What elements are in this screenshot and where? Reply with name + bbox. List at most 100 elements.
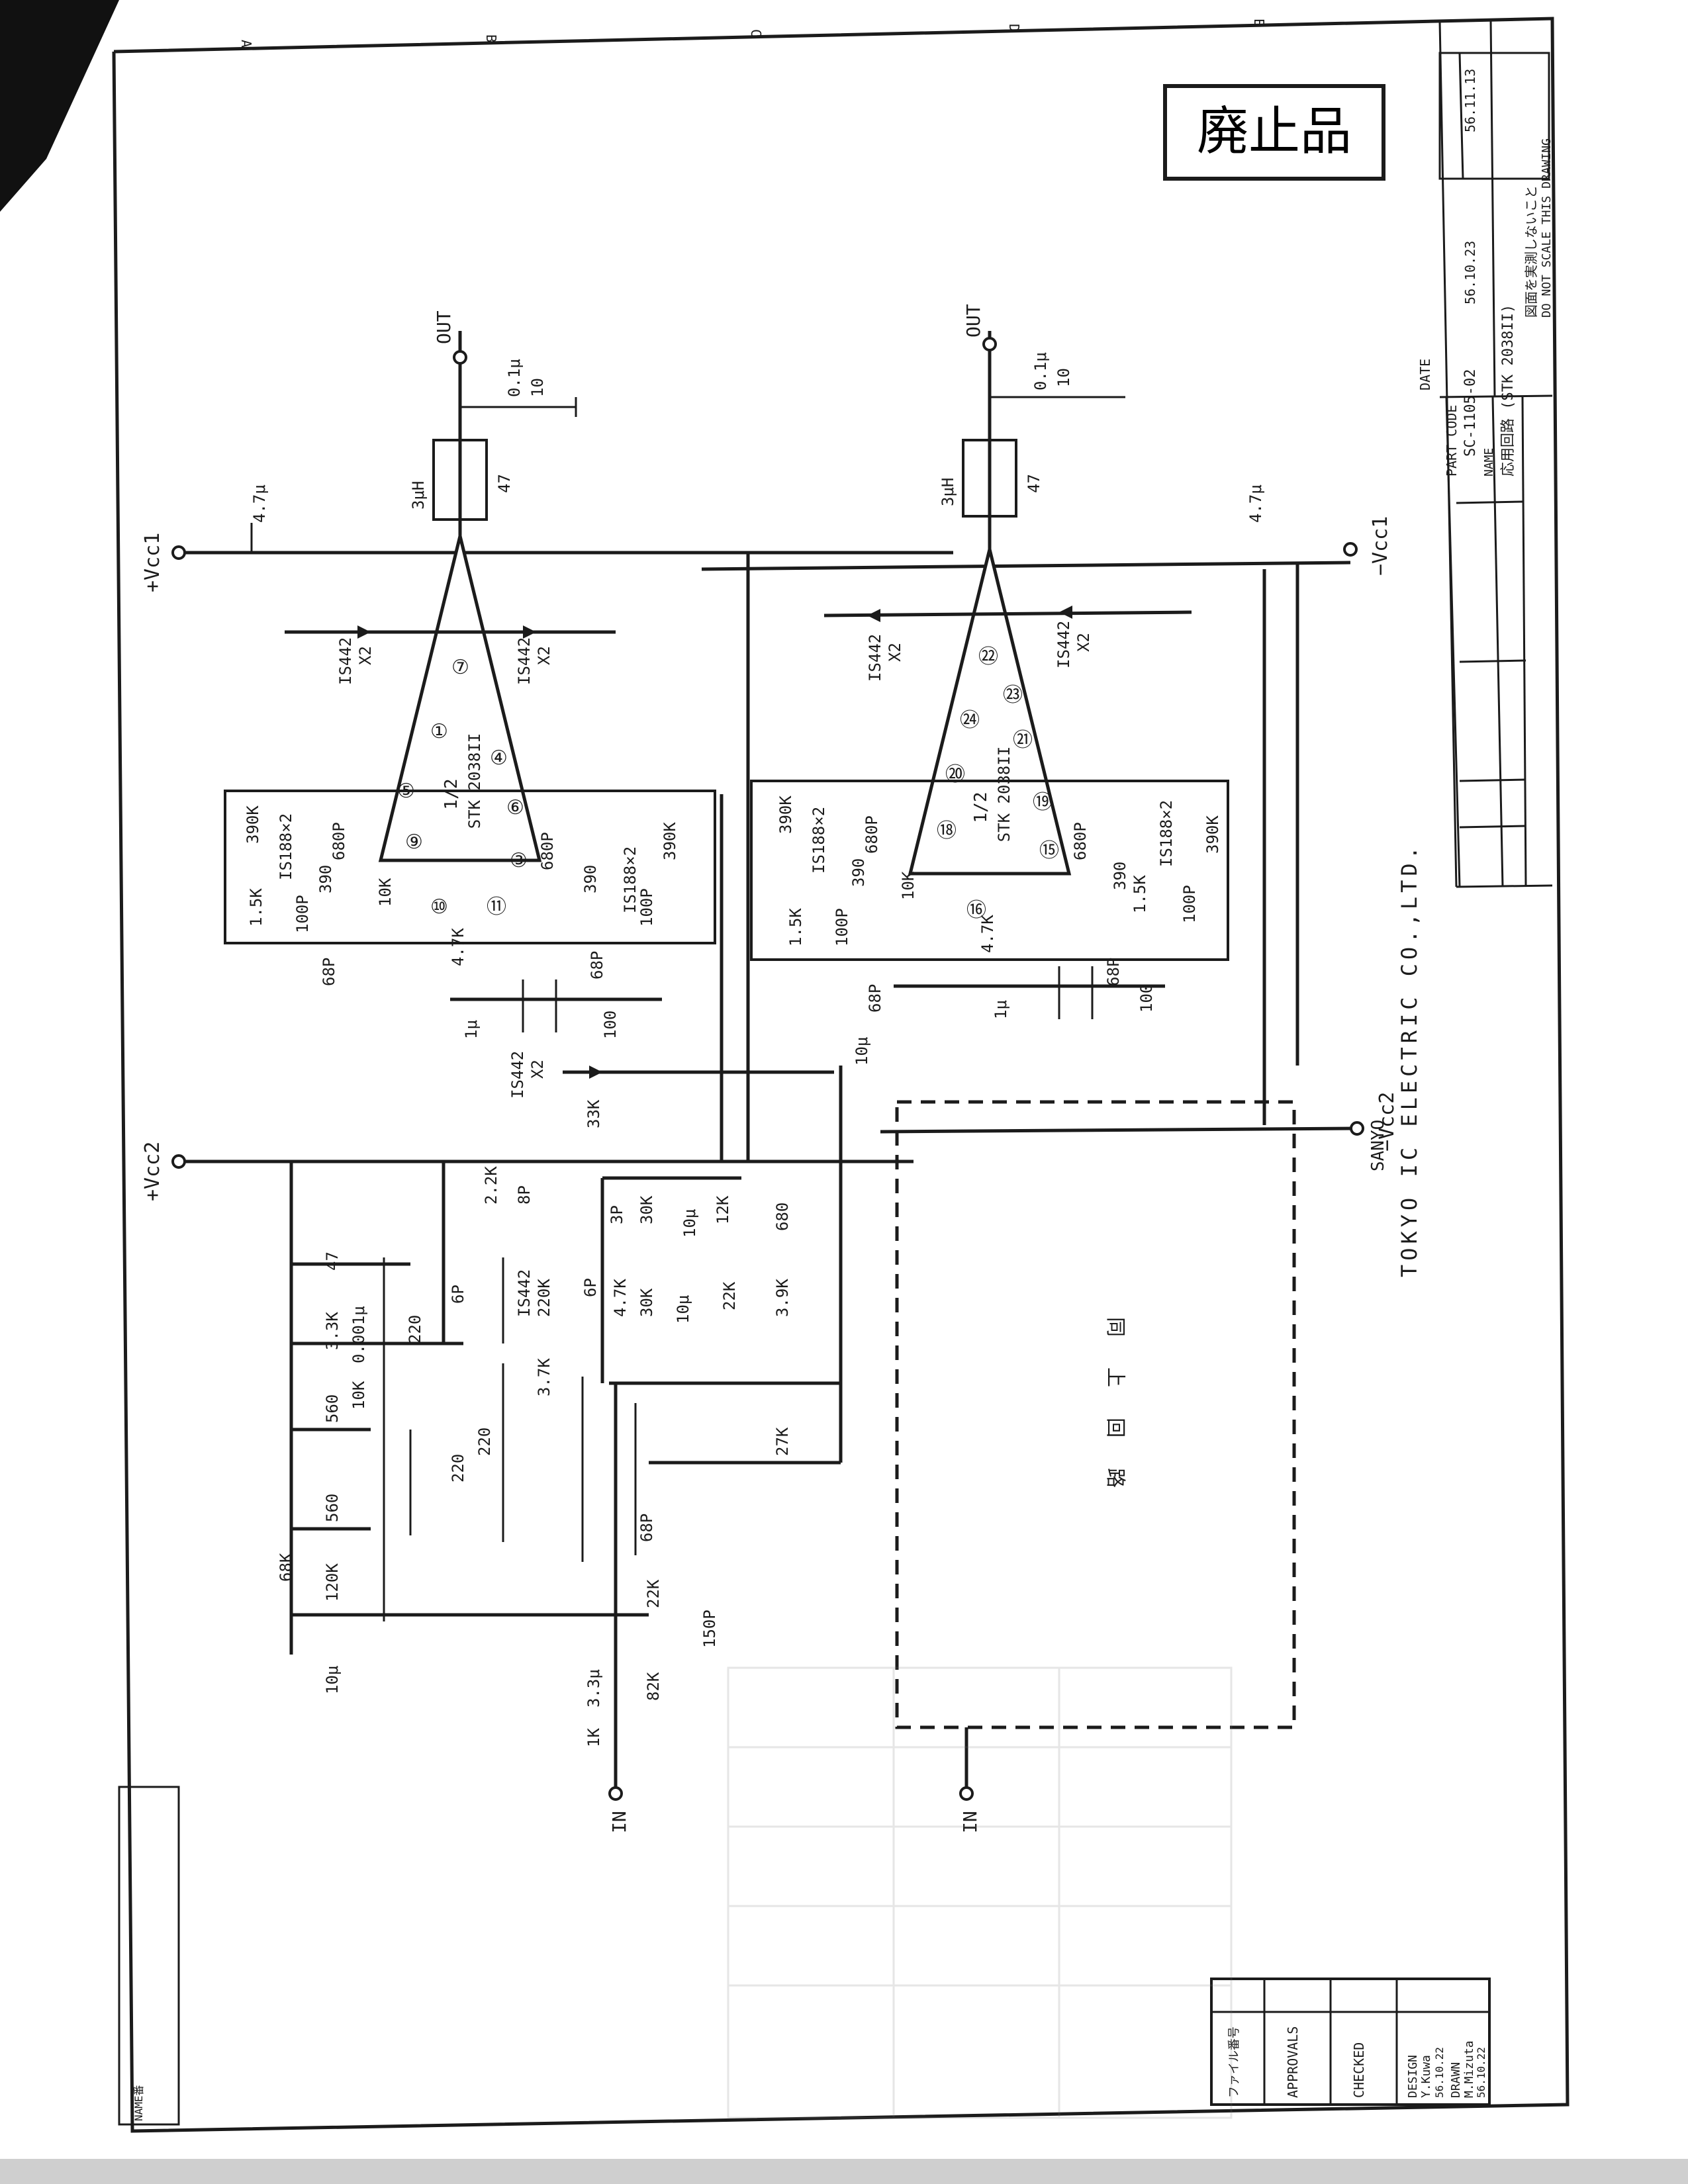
input-stage: IN 2.2K 8P 3P 30K 10μ 12K 680 22K 3.9K 4… [277, 1066, 843, 1833]
approvals-label: APPROVALS [1285, 2026, 1301, 2098]
r-560-b: 560 [323, 1494, 342, 1522]
c-100p-c: 100P [833, 908, 851, 946]
ic-pin: ㉒ [978, 645, 998, 668]
r-680: 680 [773, 1203, 792, 1231]
r-1-5k: 1.5K [247, 888, 265, 927]
r-10k: 10K [376, 878, 395, 907]
part-code-label: PART CODE [1444, 405, 1460, 477]
c-150p: 150P [700, 1610, 719, 1648]
vcc2-neg-terminal [1350, 1121, 1364, 1136]
r-3-9k: 3.9K [773, 1279, 792, 1317]
drawing-name: 応用回路 (STK 2038II) [1500, 304, 1517, 477]
coil-label-2: 3μH [939, 478, 957, 506]
diode-label: IS442 [515, 637, 534, 685]
c-6p-b: 6P [449, 1285, 467, 1304]
c-1u-c: 1μ [992, 1000, 1010, 1019]
bias-network-outline-2 [750, 780, 1229, 961]
r-10k-a: 10K [350, 1381, 368, 1410]
ic-pin: ⑨ [405, 831, 423, 854]
in-terminal-1 [608, 1786, 623, 1801]
ic-pin: ⑪ [487, 895, 506, 919]
corner-label: NAME番 [132, 2085, 145, 2121]
scan-shadow-corner [0, 0, 119, 212]
scan-bottom-edge [0, 2159, 1688, 2184]
c-10u-b: 10μ [674, 1295, 692, 1324]
coil-resistor-label: 47 [495, 474, 514, 493]
zobel-cap-label-2: 0.1μ [1031, 352, 1050, 390]
c-100p-d: 100P [1180, 885, 1199, 923]
r-3-7k: 3.7K [535, 1358, 553, 1396]
c-0-001u: 0.001μ [350, 1306, 368, 1363]
output-coil-network-2 [962, 439, 1017, 518]
date-label: DATE [1417, 359, 1433, 390]
diode-mult-c: X2 [886, 643, 904, 662]
c-1u: 1μ [462, 1020, 481, 1039]
ic-pin: ⑲ [1033, 791, 1053, 814]
column-marker: B [483, 34, 499, 42]
title-block: DATE PART CODE SC-1105-02 56.10.23 56.11… [1417, 52, 1554, 887]
same-circuit-block: 同 上 回 路 IN [895, 1100, 1296, 1833]
ic-pin: ⑱ [937, 819, 957, 842]
c-10u-c: 10μ [853, 1037, 871, 1066]
coil-label: 3μH [409, 481, 428, 510]
ic-pin: ㉑ [1013, 729, 1033, 752]
r-3-3k: 3.3K [323, 1312, 342, 1350]
zobel-res-label: 10 [528, 378, 547, 397]
ic-pin: ③ [510, 849, 528, 872]
ic-pin: ⑦ [451, 656, 469, 679]
ic-pin: ① [430, 720, 448, 743]
design-label: DESIGN [1406, 2055, 1420, 2098]
c-3p: 3P [608, 1205, 626, 1224]
ic-pin: ㉓ [1003, 684, 1023, 707]
ic-pin: ⑳ [945, 763, 965, 786]
r-47: 47 [323, 1251, 342, 1271]
diode-mult-d: X2 [1074, 633, 1093, 652]
ic-pin: ⑯ [966, 899, 986, 922]
r-4-7k-a: 4.7K [611, 1279, 630, 1317]
ic-pin: ⑥ [506, 796, 524, 819]
r-390k: 390K [244, 805, 262, 844]
faint-background-table [727, 1666, 1233, 2119]
vcc1-pos-terminal [171, 545, 186, 560]
decoupling-cap-label: 4.7μ [250, 484, 269, 523]
drawn-label: DRAWN [1449, 2062, 1463, 2098]
diode-1s442-e: IS442 [515, 1269, 534, 1317]
diode-label-b: IS442 [508, 1051, 527, 1099]
r-33k: 33K [585, 1099, 603, 1128]
company-label: TOKYO IC ELECTRIC CO.,LTD. [1397, 842, 1422, 1277]
name-label: NAME [1482, 448, 1496, 477]
c-68p-c: 68P [1104, 958, 1123, 986]
ic-fraction: 1/2 [971, 792, 991, 823]
ic-pin: ㉔ [960, 709, 980, 732]
design-signature: Y.Kuwa [1419, 2055, 1433, 2098]
diode-is188: IS188×2 [277, 813, 295, 880]
ic-pins-right: ㉒ ㉓ ㉔ ㉑ ⑳ ⑱ ⑲ ⑮ ⑯ [937, 645, 1059, 922]
scale-warning-jp: 図面を実測しないこと [1523, 185, 1539, 318]
column-marker: C [748, 29, 764, 37]
c-680p-d: 680P [1071, 822, 1090, 860]
in-label-2: IN [959, 1811, 981, 1833]
channel-2-amplifier: −Vcc1 −Vcc2 1/2 STK 2038II ㉒ ㉓ ㉔ ㉑ ⑳ ⑱ ⑲… [701, 304, 1399, 1152]
c-10u-a: 10μ [680, 1209, 699, 1238]
zobel-res-label-2: 10 [1055, 368, 1073, 387]
diode-mult-b: X2 [528, 1060, 547, 1079]
c-68p-b: 68P [588, 951, 606, 979]
same-circuit-label: 同 上 回 路 [1103, 1317, 1127, 1497]
diode-is188-d: IS188×2 [1157, 800, 1176, 867]
r-82k: 82K [644, 1672, 663, 1701]
r-220-c: 220 [475, 1428, 494, 1456]
r-300: 390 [581, 865, 600, 893]
r-10k-c: 10K [899, 871, 917, 900]
c-680p-c: 680P [863, 815, 881, 854]
c-100p: 100P [293, 895, 312, 933]
file-number-label: ファイル番号 [1227, 2026, 1241, 2098]
brand-label: SANYO [1368, 1120, 1388, 1171]
r-220-b: 220 [449, 1454, 467, 1482]
c-10u-d: 10μ [323, 1666, 342, 1694]
r-22k: 22K [720, 1281, 739, 1310]
ic-pin: ⑩ [430, 895, 448, 919]
c-68p-d: 68P [866, 984, 884, 1013]
column-marker: A [238, 40, 254, 48]
r-30k-b: 30K [637, 1288, 656, 1317]
